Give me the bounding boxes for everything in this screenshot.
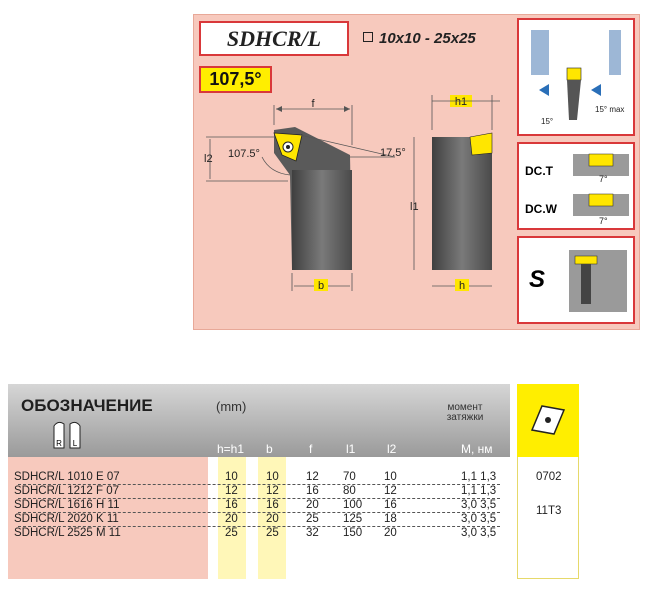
cell-h: 10 bbox=[225, 471, 238, 483]
cell-l2: 10 bbox=[384, 471, 397, 483]
cell-l1: 80 bbox=[343, 485, 356, 497]
angle-7-a: 7° bbox=[599, 174, 608, 184]
holder-side-view: h1 l1 h bbox=[410, 95, 500, 292]
cell-f: 25 bbox=[306, 513, 319, 525]
cell-l1: 125 bbox=[343, 513, 363, 525]
rl-left: L bbox=[73, 439, 78, 448]
row-divider bbox=[18, 498, 500, 499]
cell-l2: 20 bbox=[384, 527, 397, 539]
approach-angle-badge: 107,5° bbox=[199, 66, 272, 93]
rl-holder-icon: R L bbox=[53, 421, 81, 449]
col-h: h=h1 bbox=[217, 442, 245, 456]
cell-code: SDHCR/L 1010 E 07 bbox=[14, 471, 120, 483]
option-dcw: DC.W bbox=[525, 202, 557, 216]
cell-f: 32 bbox=[306, 527, 319, 539]
cell-b: 20 bbox=[266, 513, 279, 525]
option-s: S bbox=[529, 266, 546, 293]
cell-l2: 12 bbox=[384, 485, 397, 497]
size-range-text: 10x10 - 25x25 bbox=[379, 30, 476, 47]
square-icon bbox=[363, 32, 373, 42]
col-f: f bbox=[309, 442, 313, 456]
angle-17-5: 17.5° bbox=[380, 147, 406, 159]
tightening-torque-label: момент затяжки bbox=[446, 402, 484, 423]
dim-b: b bbox=[318, 280, 324, 292]
table-row: SDHCR/L 1616 H 11 16 16 20 100 16 3,0 3,5 bbox=[8, 499, 510, 513]
row-divider bbox=[18, 526, 500, 527]
h-column-bg bbox=[218, 457, 246, 579]
cell-h: 25 bbox=[225, 527, 238, 539]
insert-rhombus-icon bbox=[530, 405, 566, 435]
table-row: SDHCR/L 2525 M 11 25 25 32 150 20 3,0 3,5 bbox=[8, 527, 510, 541]
cell-b: 16 bbox=[266, 499, 279, 511]
cell-b: 12 bbox=[266, 485, 279, 497]
cell-b: 10 bbox=[266, 471, 279, 483]
table-header bbox=[8, 384, 510, 457]
dim-l1: l1 bbox=[410, 201, 419, 213]
cell-l1: 150 bbox=[343, 527, 363, 539]
cell-f: 12 bbox=[306, 471, 319, 483]
cell-f: 20 bbox=[306, 499, 319, 511]
cell-l1: 70 bbox=[343, 471, 356, 483]
angle-15-max: 15° max bbox=[595, 105, 624, 114]
col-l1: l1 bbox=[346, 442, 356, 456]
angle-7-b: 7° bbox=[599, 216, 608, 226]
cell-code: SDHCR/L 2525 M 11 bbox=[14, 527, 121, 539]
angle-107-5: 107.5° bbox=[228, 148, 260, 160]
clearance-drawing: 15° 15° max bbox=[531, 30, 624, 126]
angle-15: 15° bbox=[541, 117, 553, 126]
col-b: b bbox=[266, 442, 273, 456]
option-dct: DC.T bbox=[525, 164, 553, 178]
cell-m: 1,1 1,3 bbox=[461, 471, 497, 483]
cell-m: 3,0 3,5 bbox=[461, 513, 497, 525]
unit-label: (mm) bbox=[216, 399, 247, 414]
tool-title: SDHCR/L bbox=[199, 21, 349, 56]
designation-heading: ОБОЗНАЧЕНИЕ bbox=[21, 396, 153, 415]
cell-f: 16 bbox=[306, 485, 319, 497]
cell-l2: 18 bbox=[384, 513, 397, 525]
col-l2: l2 bbox=[387, 442, 397, 456]
row-divider bbox=[18, 484, 500, 485]
insert-0702: 0702 bbox=[536, 471, 562, 483]
cell-h: 20 bbox=[225, 513, 238, 525]
cell-h: 12 bbox=[225, 485, 238, 497]
b-column-bg bbox=[258, 457, 286, 579]
insert-11t3: 11T3 bbox=[536, 505, 562, 517]
row-divider bbox=[18, 512, 500, 513]
table-row: SDHCR/L 1010 E 07 10 10 12 70 10 1,1 1,3 bbox=[8, 471, 510, 485]
cell-code: SDHCR/L 2020 K 11 bbox=[14, 513, 119, 525]
clamp-profiles: 7° 7° bbox=[573, 153, 629, 226]
table-row: SDHCR/L 1212 F 07 12 12 16 80 12 1,1 1,3 bbox=[8, 485, 510, 499]
dim-h1: h1 bbox=[455, 96, 467, 108]
dim-l2: l2 bbox=[204, 153, 213, 165]
cell-code: SDHCR/L 1616 H 11 bbox=[14, 499, 120, 511]
table-row: SDHCR/L 2020 K 11 20 20 25 125 18 3,0 3,5 bbox=[8, 513, 510, 527]
dim-f: f bbox=[311, 98, 315, 110]
designation-column-bg bbox=[8, 457, 208, 579]
clearance-box: 15° 15° max bbox=[517, 18, 635, 136]
cell-code: SDHCR/L 1212 F 07 bbox=[14, 485, 120, 497]
screw-profile bbox=[569, 250, 627, 312]
size-range: 10x10 - 25x25 bbox=[363, 30, 476, 47]
screw-clamp-box: S bbox=[517, 236, 635, 324]
cell-l2: 16 bbox=[384, 499, 397, 511]
holder-drawing: f l2 17.5° 107.5° b bbox=[204, 98, 406, 292]
rl-right: R bbox=[56, 439, 62, 448]
cell-h: 16 bbox=[225, 499, 238, 511]
cell-b: 25 bbox=[266, 527, 279, 539]
dim-h: h bbox=[459, 280, 465, 292]
col-m: M, нм bbox=[461, 442, 493, 456]
cell-m: 3,0 3,5 bbox=[461, 499, 497, 511]
cell-m: 1,1 1,3 bbox=[461, 485, 497, 497]
cell-m: 3,0 3,5 bbox=[461, 527, 497, 539]
clamp-options-box: DC.T DC.W 7° 7° bbox=[517, 142, 635, 230]
cell-l1: 100 bbox=[343, 499, 363, 511]
